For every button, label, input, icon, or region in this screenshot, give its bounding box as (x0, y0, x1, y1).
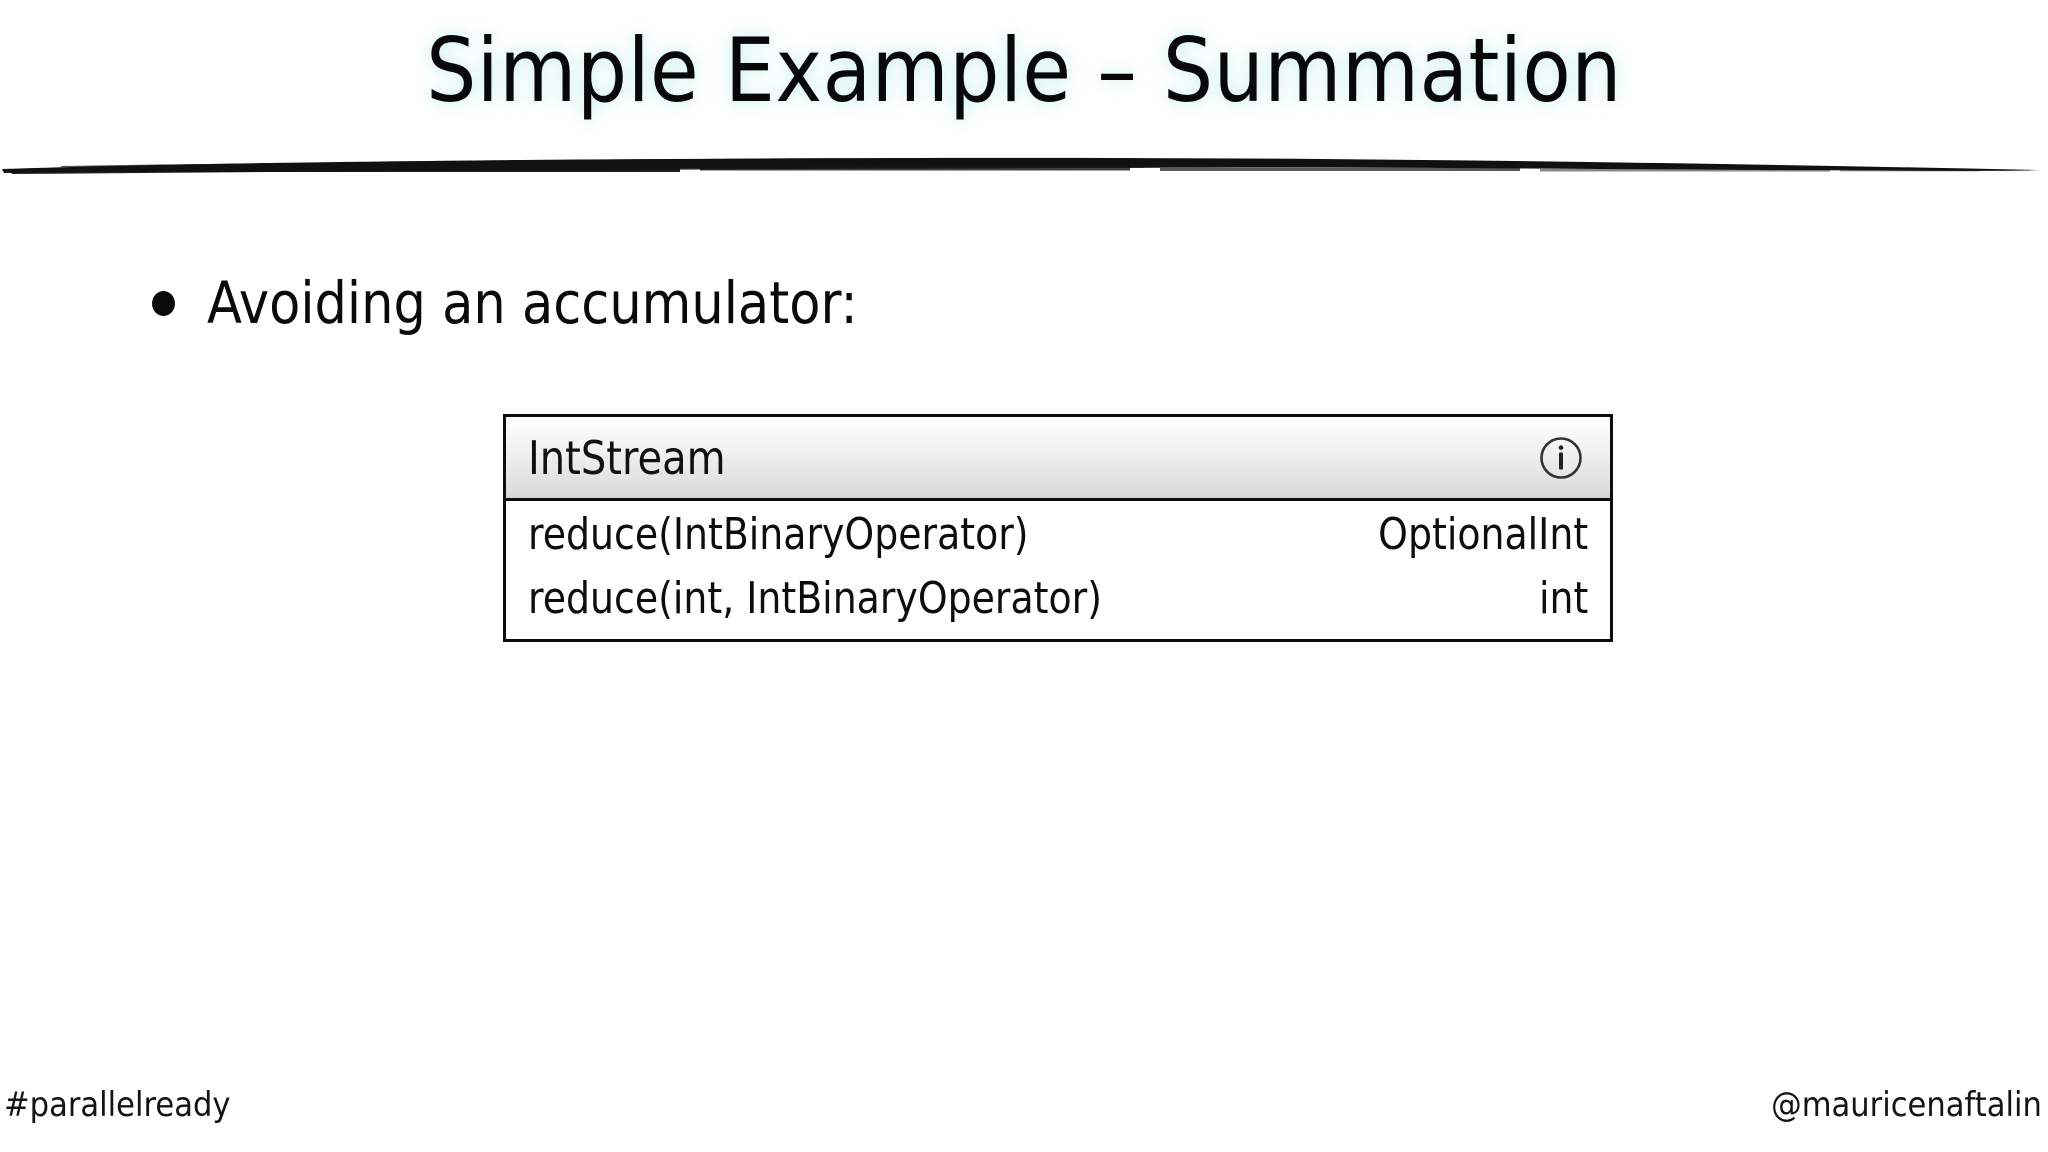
footer-handle: @mauricenaftalin (1771, 1085, 2042, 1125)
info-icon[interactable] (1538, 435, 1584, 481)
api-method-list: reduce(IntBinaryOperator) OptionalInt re… (506, 501, 1610, 639)
method-signature: reduce(IntBinaryOperator) (528, 509, 1029, 560)
api-panel-header: IntStream (506, 417, 1610, 501)
title-divider-rule (0, 148, 2048, 182)
api-panel-title: IntStream (528, 430, 726, 485)
table-row: reduce(int, IntBinaryOperator) int (506, 567, 1610, 631)
bullet-marker-icon (152, 290, 175, 316)
bullet-item: Avoiding an accumulator: (152, 268, 946, 338)
footer-hashtag: #parallelready (4, 1085, 231, 1125)
api-reference-panel: IntStream reduce(IntBinaryOperator) Opti… (503, 414, 1613, 642)
method-return-type: OptionalInt (1378, 509, 1588, 560)
method-return-type: int (1538, 573, 1588, 624)
page-title: Simple Example – Summation (426, 19, 1622, 122)
table-row: reduce(IntBinaryOperator) OptionalInt (506, 503, 1610, 567)
bullet-item-label: Avoiding an accumulator: (207, 269, 858, 337)
method-signature: reduce(int, IntBinaryOperator) (528, 573, 1102, 624)
